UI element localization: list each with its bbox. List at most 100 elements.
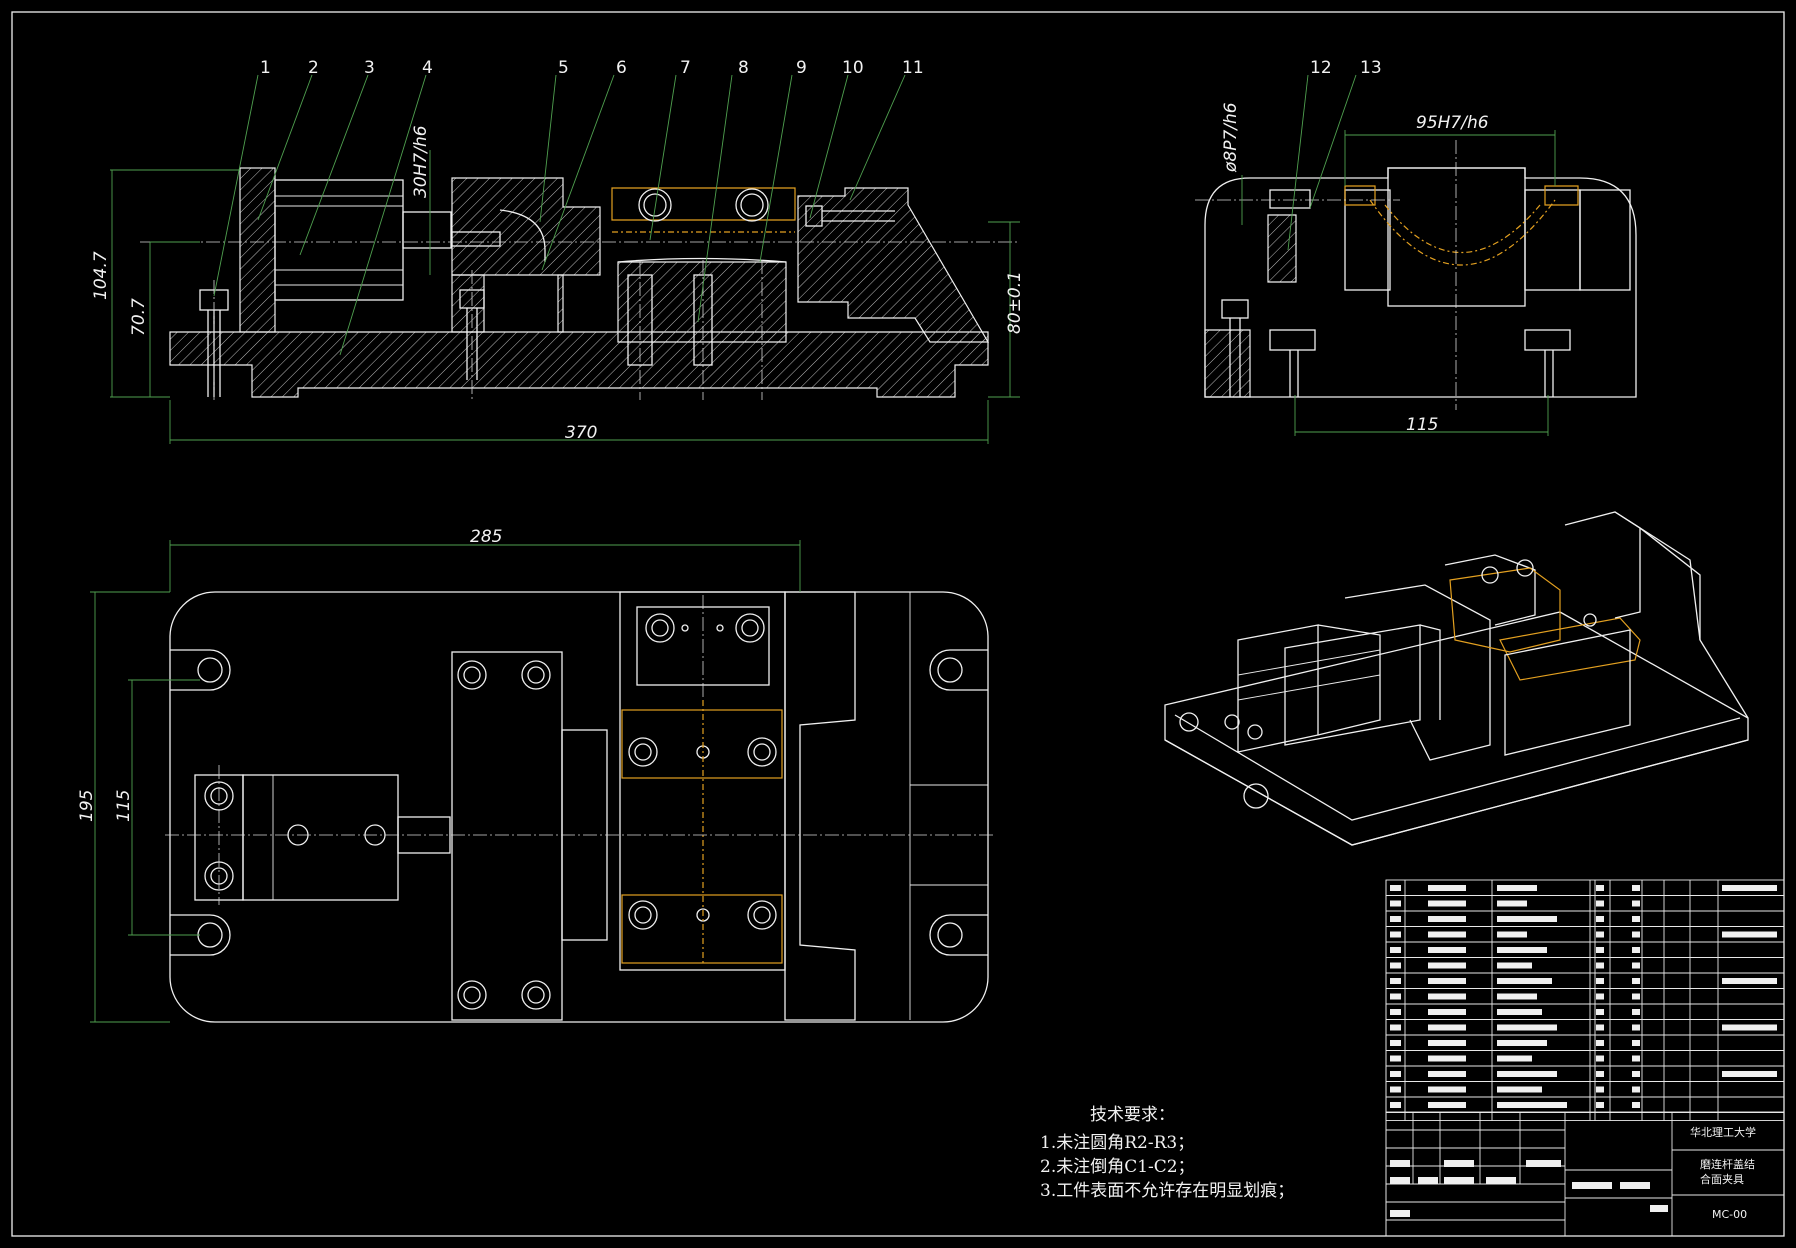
drawing-frame (11, 11, 1785, 1237)
parts-list-cell-mark (1390, 1102, 1401, 1108)
parts-list-cell-mark (1497, 931, 1527, 938)
parts-list-table (1385, 879, 1785, 1121)
front-section-view (110, 74, 1020, 444)
part-label-10: 10 (842, 58, 864, 78)
parts-list-cell-mark (1596, 978, 1604, 984)
parts-list-cell-mark (1632, 947, 1640, 953)
parts-list-cell-mark (1632, 1055, 1640, 1062)
parts-list-cell-mark (1390, 1086, 1401, 1093)
parts-list-cell-mark (1596, 931, 1604, 938)
parts-list-cell-mark (1596, 1055, 1604, 1062)
part-label-1: 1 (260, 58, 271, 78)
dimension-fit-95: 95H7/h6 (1416, 113, 1489, 133)
parts-list-cell-mark (1596, 1086, 1604, 1093)
parts-list-cell-mark (1497, 916, 1557, 922)
parts-list-cell-mark (1428, 947, 1466, 953)
parts-list-cell-mark (1428, 916, 1466, 922)
drawing-name-line2: 合面夹具 (1700, 1172, 1744, 1186)
parts-list-cell-mark (1390, 1024, 1401, 1031)
parts-list-cell-mark (1632, 1102, 1640, 1108)
parts-list-cell-mark (1632, 1086, 1640, 1093)
part-label-3: 3 (364, 58, 375, 78)
parts-list-cell-mark (1632, 1009, 1640, 1015)
parts-list-cell-mark (1632, 916, 1640, 922)
parts-list-cell-mark (1390, 885, 1401, 891)
parts-list-cell-mark (1428, 1086, 1466, 1093)
parts-list-cell-mark (1596, 1009, 1604, 1015)
parts-list-cell-mark (1428, 1040, 1466, 1046)
parts-list-cell-mark (1390, 993, 1401, 1000)
parts-list-cell-mark (1390, 1055, 1401, 1062)
parts-list-cell-mark (1632, 931, 1640, 938)
dimension-width-115-plan: 115 (114, 790, 134, 822)
dimension-height-80: 80±0.1 (1005, 271, 1025, 334)
parts-list-cell-mark (1497, 1102, 1567, 1108)
parts-list-cell-mark (1428, 1009, 1466, 1015)
parts-list-cell-mark (1722, 978, 1777, 984)
parts-list-cell-mark (1390, 978, 1401, 984)
parts-list-cell-mark (1632, 993, 1640, 1000)
drawing-code: MC-00 (1712, 1208, 1747, 1221)
parts-list-cell-mark (1632, 900, 1640, 907)
part-label-4: 4 (422, 58, 433, 78)
parts-list-cell-mark (1497, 1040, 1547, 1046)
parts-list-cell-mark (1428, 1102, 1466, 1108)
technical-requirements: 技术要求： 1.未注圆角R2-R3； 2.未注倒角C1-C2； 3.工件表面不允… (1040, 1105, 1294, 1201)
school-name: 华北理工大学 (1690, 1125, 1756, 1139)
parts-list-cell-mark (1596, 1102, 1604, 1108)
dimension-length-370: 370 (565, 423, 597, 443)
parts-list-cell-mark (1390, 916, 1401, 922)
parts-list-cell-mark (1428, 1071, 1466, 1077)
parts-list-cell-mark (1632, 1071, 1640, 1077)
parts-list-cell-mark (1428, 993, 1466, 1000)
plan-view (90, 540, 995, 1023)
parts-list-cell-mark (1428, 962, 1466, 969)
parts-list-cell-mark (1497, 1086, 1542, 1093)
parts-list-cell-mark (1428, 885, 1466, 891)
parts-list-cell-mark (1632, 885, 1640, 891)
parts-list-cell-mark (1428, 931, 1466, 938)
dimension-height-70: 70.7 (129, 298, 149, 336)
parts-list-cell-mark (1596, 885, 1604, 891)
parts-list-cell-mark (1428, 900, 1466, 907)
part-label-12: 12 (1310, 58, 1332, 78)
part-number-labels: 1 2 3 4 5 6 7 8 9 10 11 12 13 (260, 58, 1382, 78)
parts-list-cell-mark (1390, 900, 1401, 907)
dimension-fit-8: ø8P7/h6 (1221, 102, 1241, 173)
part-label-7: 7 (680, 58, 691, 78)
part-label-11: 11 (902, 58, 924, 78)
parts-list-cell-mark (1428, 978, 1466, 984)
parts-list-cell-mark (1390, 947, 1401, 953)
parts-list-cell-mark (1390, 962, 1401, 969)
part-label-6: 6 (616, 58, 627, 78)
parts-list-cell-mark (1497, 1024, 1557, 1031)
tech-requirement-item: 1.未注圆角R2-R3； (1040, 1133, 1194, 1153)
parts-list-cell-mark (1632, 978, 1640, 984)
dimension-width-115-side: 115 (1406, 415, 1438, 435)
dimension-length-285: 285 (470, 527, 502, 547)
part-label-13: 13 (1360, 58, 1382, 78)
parts-list-cell-mark (1596, 1040, 1604, 1046)
parts-list-cell-mark (1428, 1024, 1466, 1031)
tech-requirements-title: 技术要求： (1090, 1105, 1175, 1125)
parts-list-cell-mark (1596, 962, 1604, 969)
parts-list-cell-mark (1390, 1040, 1401, 1046)
parts-list-cell-mark (1722, 931, 1777, 938)
parts-list-cell-mark (1596, 1071, 1604, 1077)
parts-list-cell-mark (1632, 962, 1640, 969)
parts-list-cell-mark (1390, 1009, 1401, 1015)
parts-list-cell-mark (1596, 947, 1604, 953)
parts-list-cell-mark (1632, 1040, 1640, 1046)
parts-list-cell-mark (1596, 916, 1604, 922)
parts-list-cell-mark (1497, 900, 1527, 907)
parts-list-cell-mark (1497, 1071, 1557, 1077)
part-label-9: 9 (796, 58, 807, 78)
dimension-width-195: 195 (77, 790, 97, 822)
parts-list-cell-mark (1722, 885, 1777, 891)
parts-list-cell-mark (1390, 1071, 1401, 1077)
parts-list-cell-mark (1497, 978, 1552, 984)
tech-requirement-item: 3.工件表面不允许存在明显划痕； (1040, 1181, 1294, 1201)
parts-list-cell-mark (1390, 931, 1401, 938)
part-label-5: 5 (558, 58, 569, 78)
